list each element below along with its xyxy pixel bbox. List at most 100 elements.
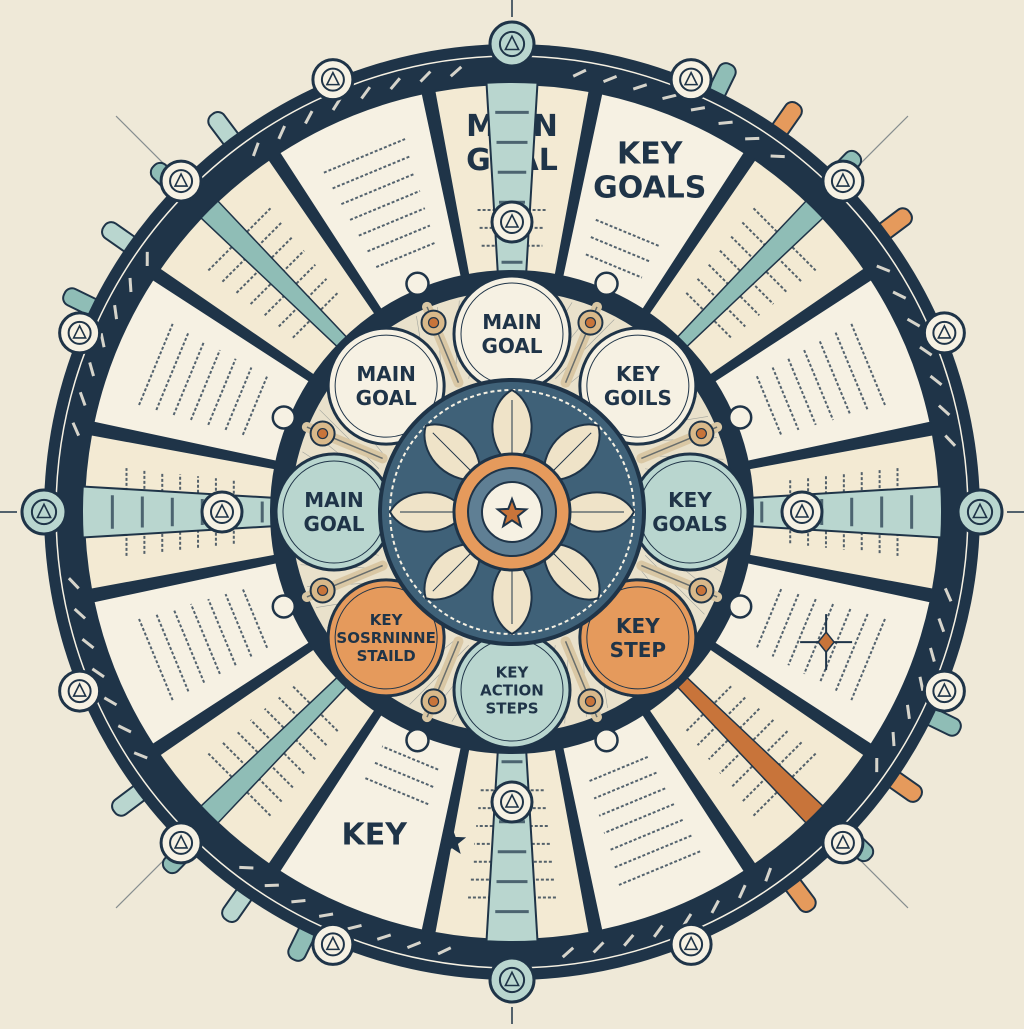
rim-knob xyxy=(924,313,964,353)
ring-glyph xyxy=(893,732,894,746)
goal-circle-label-line: ACTION xyxy=(480,681,544,699)
spoke-knob-core xyxy=(585,696,595,706)
spoke-knob xyxy=(422,311,446,335)
goal-circle-label-line: STEP xyxy=(610,638,666,662)
spoke-knob-core xyxy=(318,585,328,595)
spoke-knob-core xyxy=(429,318,439,328)
spoke-knob xyxy=(422,689,446,713)
goal-circle-label-line: KEY xyxy=(668,488,712,512)
spoke-knob xyxy=(689,422,713,446)
band-knob xyxy=(492,202,532,242)
knob-rim xyxy=(924,671,964,711)
goal-circle-label-line: MAIN xyxy=(304,488,364,512)
knob-rim xyxy=(492,202,532,242)
knob-rim xyxy=(313,924,353,964)
knob-rim xyxy=(671,924,711,964)
rim-knob xyxy=(490,22,534,66)
rim-knob xyxy=(60,671,100,711)
knob-rim xyxy=(161,161,201,201)
goal-circle-label-line: STEPS xyxy=(485,699,538,717)
rim-knob xyxy=(490,958,534,1002)
goal-circle-label-line: MAIN xyxy=(482,310,542,334)
goal-circle-label-line: GOAL xyxy=(303,512,364,536)
spoke-knob xyxy=(311,578,335,602)
rim-knob xyxy=(60,313,100,353)
knob-rim xyxy=(823,823,863,863)
knob-rim xyxy=(22,490,66,534)
goal-circle-label-line: KEY xyxy=(370,611,404,629)
rim-knob xyxy=(313,60,353,100)
rim-knob xyxy=(22,490,66,534)
band-knob xyxy=(202,492,242,532)
rim-knob xyxy=(823,161,863,201)
ring-glyph xyxy=(907,705,909,719)
knob-rim xyxy=(313,60,353,100)
rim-knob xyxy=(924,671,964,711)
rim-knob xyxy=(161,161,201,201)
rim-knob xyxy=(823,823,863,863)
knob-rim xyxy=(958,490,1002,534)
goal-circle-label-line: KEY xyxy=(496,663,530,681)
rim-knob xyxy=(958,490,1002,534)
ring-glyph xyxy=(239,867,253,868)
ring-stud xyxy=(406,729,428,751)
knob-rim xyxy=(671,60,711,100)
panel-title-line: KEY xyxy=(341,818,408,853)
spoke-knob xyxy=(578,689,602,713)
goal-circle-label-line: GOALS xyxy=(652,512,728,536)
goal-circle-label-line: SOSRNINNE xyxy=(336,629,435,647)
panel-title-line: KEY xyxy=(617,136,684,171)
ring-stud xyxy=(729,406,751,428)
spoke-knob xyxy=(311,422,335,446)
rim-knob xyxy=(671,924,711,964)
ring-glyph xyxy=(130,278,131,292)
ring-glyph xyxy=(771,156,785,157)
knob-rim xyxy=(60,671,100,711)
ring-glyph xyxy=(115,305,117,319)
ring-stud xyxy=(406,273,428,295)
spoke-knob xyxy=(689,578,713,602)
knob-rim xyxy=(60,313,100,353)
ring-glyph xyxy=(719,122,733,123)
rim-knob xyxy=(313,924,353,964)
goal-circle-label-line: STAILD xyxy=(357,647,416,665)
rim-knob xyxy=(671,60,711,100)
ring-stud xyxy=(596,273,618,295)
goal-circle-label-line: KEY xyxy=(616,614,660,638)
spoke-knob-core xyxy=(429,696,439,706)
spoke-knob-core xyxy=(696,429,706,439)
goal-circle-label-line: GOAL xyxy=(481,334,542,358)
band-knob xyxy=(782,492,822,532)
knob-rim xyxy=(782,492,822,532)
spoke-knob-core xyxy=(696,585,706,595)
knob-rim xyxy=(924,313,964,353)
goal-circle-label-line: GOILS xyxy=(604,386,672,410)
knob-rim xyxy=(490,22,534,66)
knob-rim xyxy=(202,492,242,532)
ring-glyph xyxy=(291,900,305,901)
ring-stud xyxy=(273,406,295,428)
rim-knob xyxy=(161,823,201,863)
knob-rim xyxy=(490,958,534,1002)
goal-circle-label-line: KEY xyxy=(616,362,660,386)
ring-stud xyxy=(273,596,295,618)
ring-stud xyxy=(729,596,751,618)
goal-circle-label-line: MAIN xyxy=(356,362,416,386)
goal-circle-label-line: GOAL xyxy=(356,386,417,410)
knob-rim xyxy=(823,161,863,201)
band-knob xyxy=(492,782,532,822)
spoke-knob-core xyxy=(585,318,595,328)
panel-title: KEY xyxy=(341,818,408,853)
knob-rim xyxy=(161,823,201,863)
spoke-knob xyxy=(578,311,602,335)
knob-rim xyxy=(492,782,532,822)
panel-title-line: GOALS xyxy=(593,170,706,205)
spoke-knob-core xyxy=(318,429,328,439)
ring-stud xyxy=(596,729,618,751)
